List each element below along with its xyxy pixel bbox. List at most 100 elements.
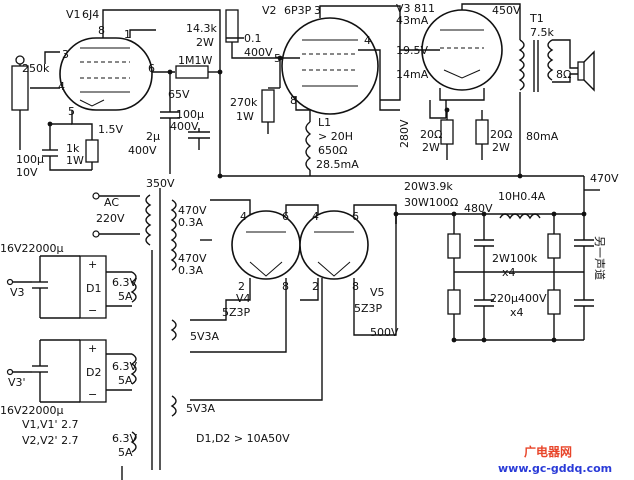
pot-label: 250k [22,62,50,75]
r-drop2-label: 30W100Ω [404,196,458,209]
bleeder-r2 [447,289,461,315]
v1-type: 6J4 [82,8,99,21]
tap-b-current: 0.3A [178,264,203,277]
v3-ia: 43mA [396,14,429,27]
d2-plus: + [88,342,97,355]
tube-v5 [299,210,369,280]
bleeder-r3 [547,233,561,259]
bleeder-r4 [547,289,561,315]
v1-pin8: 8 [98,24,105,37]
w1-amp: 5A [118,290,133,303]
t1-impedance: 7.5k [530,26,554,39]
c-dec2-volt: 400V [128,144,157,157]
load-resistor-v1 [225,9,239,43]
speaker-impedance: 8Ω [556,68,571,81]
r-k1-label: 1k [66,142,80,155]
v1-pin4: 4 [58,80,65,93]
w3-volt: 6.3V [112,432,137,445]
d2-minus: − [88,388,97,401]
grid-resistor [175,65,209,79]
t1-name: T1 [529,12,544,25]
v2-pin5: 5 [274,52,281,65]
rectifier-d2 [79,339,107,403]
l1-name: L1 [318,116,331,129]
r-load1-watt: 2W [196,36,214,49]
cathode-resistor-v1 [85,139,99,163]
v5-pin6: 6 [352,210,359,223]
v5-type: 5Z3P [354,302,383,315]
r20b-watt: 2W [492,141,510,154]
c-coup-label: 0.1 [244,32,262,45]
note-v2: V2,V2' 2.7 [22,434,79,447]
v3p-out-label: V3' [8,376,26,389]
r-g2-watt: 1W [236,110,254,123]
c-k1-volt: 10V [16,166,38,179]
r20b-label: 20Ω [490,128,512,141]
note-v1: V1,V1' 2.7 [22,418,79,431]
v1-pin1: 1 [124,28,131,41]
ac-voltage: 220V [96,212,125,225]
i80-label: 80mA [526,130,559,143]
d1-minus: − [88,304,97,317]
v280-label: 280V [398,119,411,148]
v5-pin4: 4 [312,210,319,223]
tap-a-current: 0.3A [178,216,203,229]
v2-pin8: 8 [290,94,297,107]
c-coup-volt: 400V [244,46,273,59]
watermark-title: 广电器网 [524,444,572,459]
v5-pin2: 2 [312,280,319,293]
r-k1-watt: 1W [66,154,84,167]
w2-volt: 6.3V [112,360,137,373]
fil-b-label: 5V3A [186,402,216,415]
r-grid-label: 1M1W [178,54,212,67]
cap-bank1-label: 16V22000μ [0,242,64,255]
tap-a-label: 470V [178,204,207,217]
cap-bank2-label: 16V22000μ [0,404,64,417]
c-filt-label: 220μ400V [490,292,547,305]
watermark-url: www.gc-gddq.com [498,462,612,475]
v1-pin6: 6 [148,62,155,75]
w1-volt: 6.3V [112,276,137,289]
v4-pin4: 4 [240,210,247,223]
screen-resistor-v2 [261,89,275,123]
v2-type: 6P3P [284,4,312,17]
other-channel: 另一声道 [593,236,607,280]
v3-ig: 14mA [396,68,429,81]
diode-note: D1,D2 > 10A50V [196,432,290,445]
v5-name: V5 [370,286,385,299]
v65-label: 65V [168,88,190,101]
c-filt-count: x4 [510,306,524,319]
v480-label: 480V [464,202,493,215]
d1-plus: + [88,258,97,271]
v4-pin2: 2 [238,280,245,293]
v3-name: V3 [396,2,411,15]
v1-name: V1 [66,8,81,21]
ac-label: AC [104,196,119,209]
choke-label: 10H0.4A [498,190,546,203]
v4-name: V4 [236,292,251,305]
v2-name: V2 [262,4,277,17]
tube-v2 [281,17,379,115]
r20a-watt: 2W [422,141,440,154]
r-bleed-label: 2W100k [492,252,538,265]
c-dec2-label: 2μ [146,130,160,143]
v500-label: 500V [370,326,399,339]
fil-a-label: 5V3A [190,330,220,343]
v450-label: 450V [492,4,521,17]
v3-type: 811 [414,2,435,15]
w2-amp: 5A [118,374,133,387]
c-dec1-volt: 400V [170,120,199,133]
tube-v1 [59,37,153,111]
v4-pin6: 6 [282,210,289,223]
d1-label: D1 [86,282,101,295]
v5-pin8: 8 [352,280,359,293]
r-drop1-label: 20W3.9k [404,180,453,193]
v2-pin3: 3 [314,4,321,17]
w3-amp: 5A [118,446,133,459]
v3-out-label: V3 [10,286,25,299]
l1-current: 28.5mA [316,158,359,171]
filament-resistor-b [475,119,489,145]
rectifier-d1 [79,255,107,319]
l1-resistance: 650Ω [318,144,347,157]
